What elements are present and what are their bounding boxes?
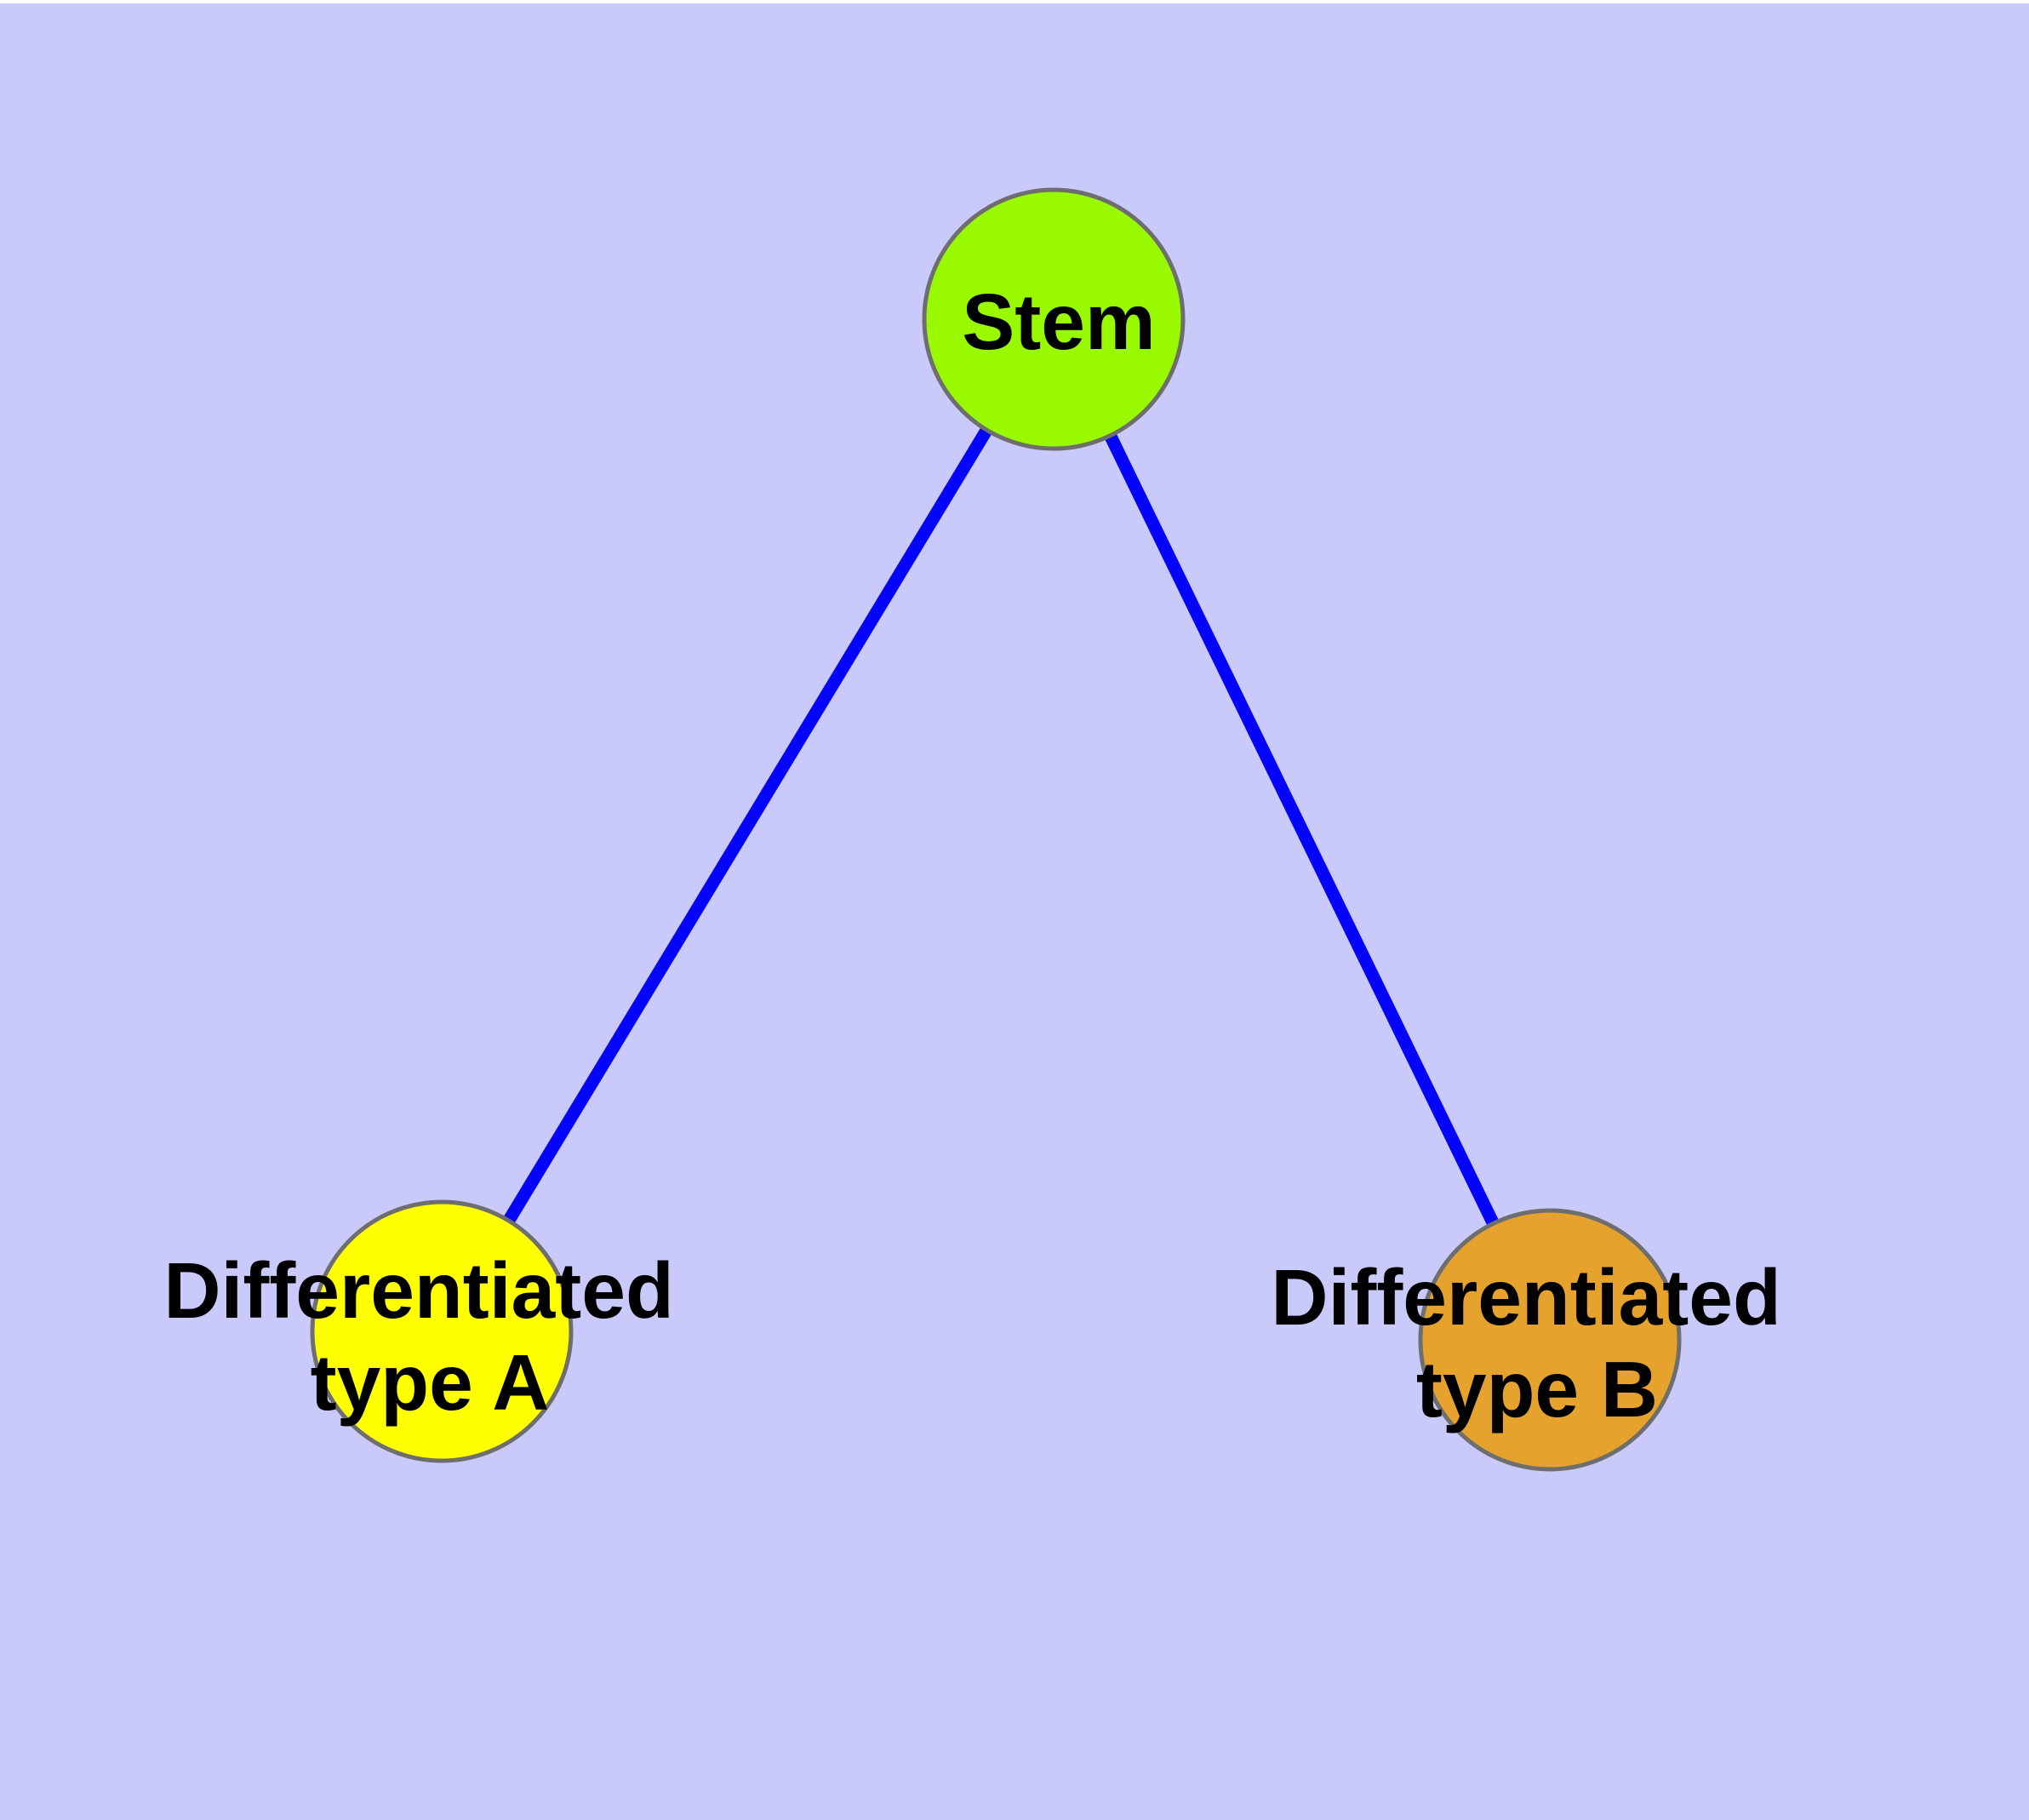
type-b-label: Differentiated type B — [1271, 1253, 1803, 1434]
type-a-label-line2: type A — [311, 1338, 550, 1427]
type-a-label-line1: Differentiated — [163, 1246, 673, 1335]
type-b-label-line2: type B — [1416, 1345, 1658, 1434]
type-a-label: Differentiated type A — [163, 1246, 695, 1427]
top-margin-strip — [0, 0, 2029, 3]
edge-stem-to-type-a — [436, 316, 1060, 1335]
edge-stem-to-type-b — [1048, 316, 1556, 1343]
type-b-label-line1: Differentiated — [1271, 1253, 1780, 1342]
stem-node — [922, 187, 1186, 451]
stem-label: Stem — [962, 278, 1155, 366]
type-b-node — [1418, 1208, 1682, 1472]
type-a-node — [310, 1199, 574, 1463]
